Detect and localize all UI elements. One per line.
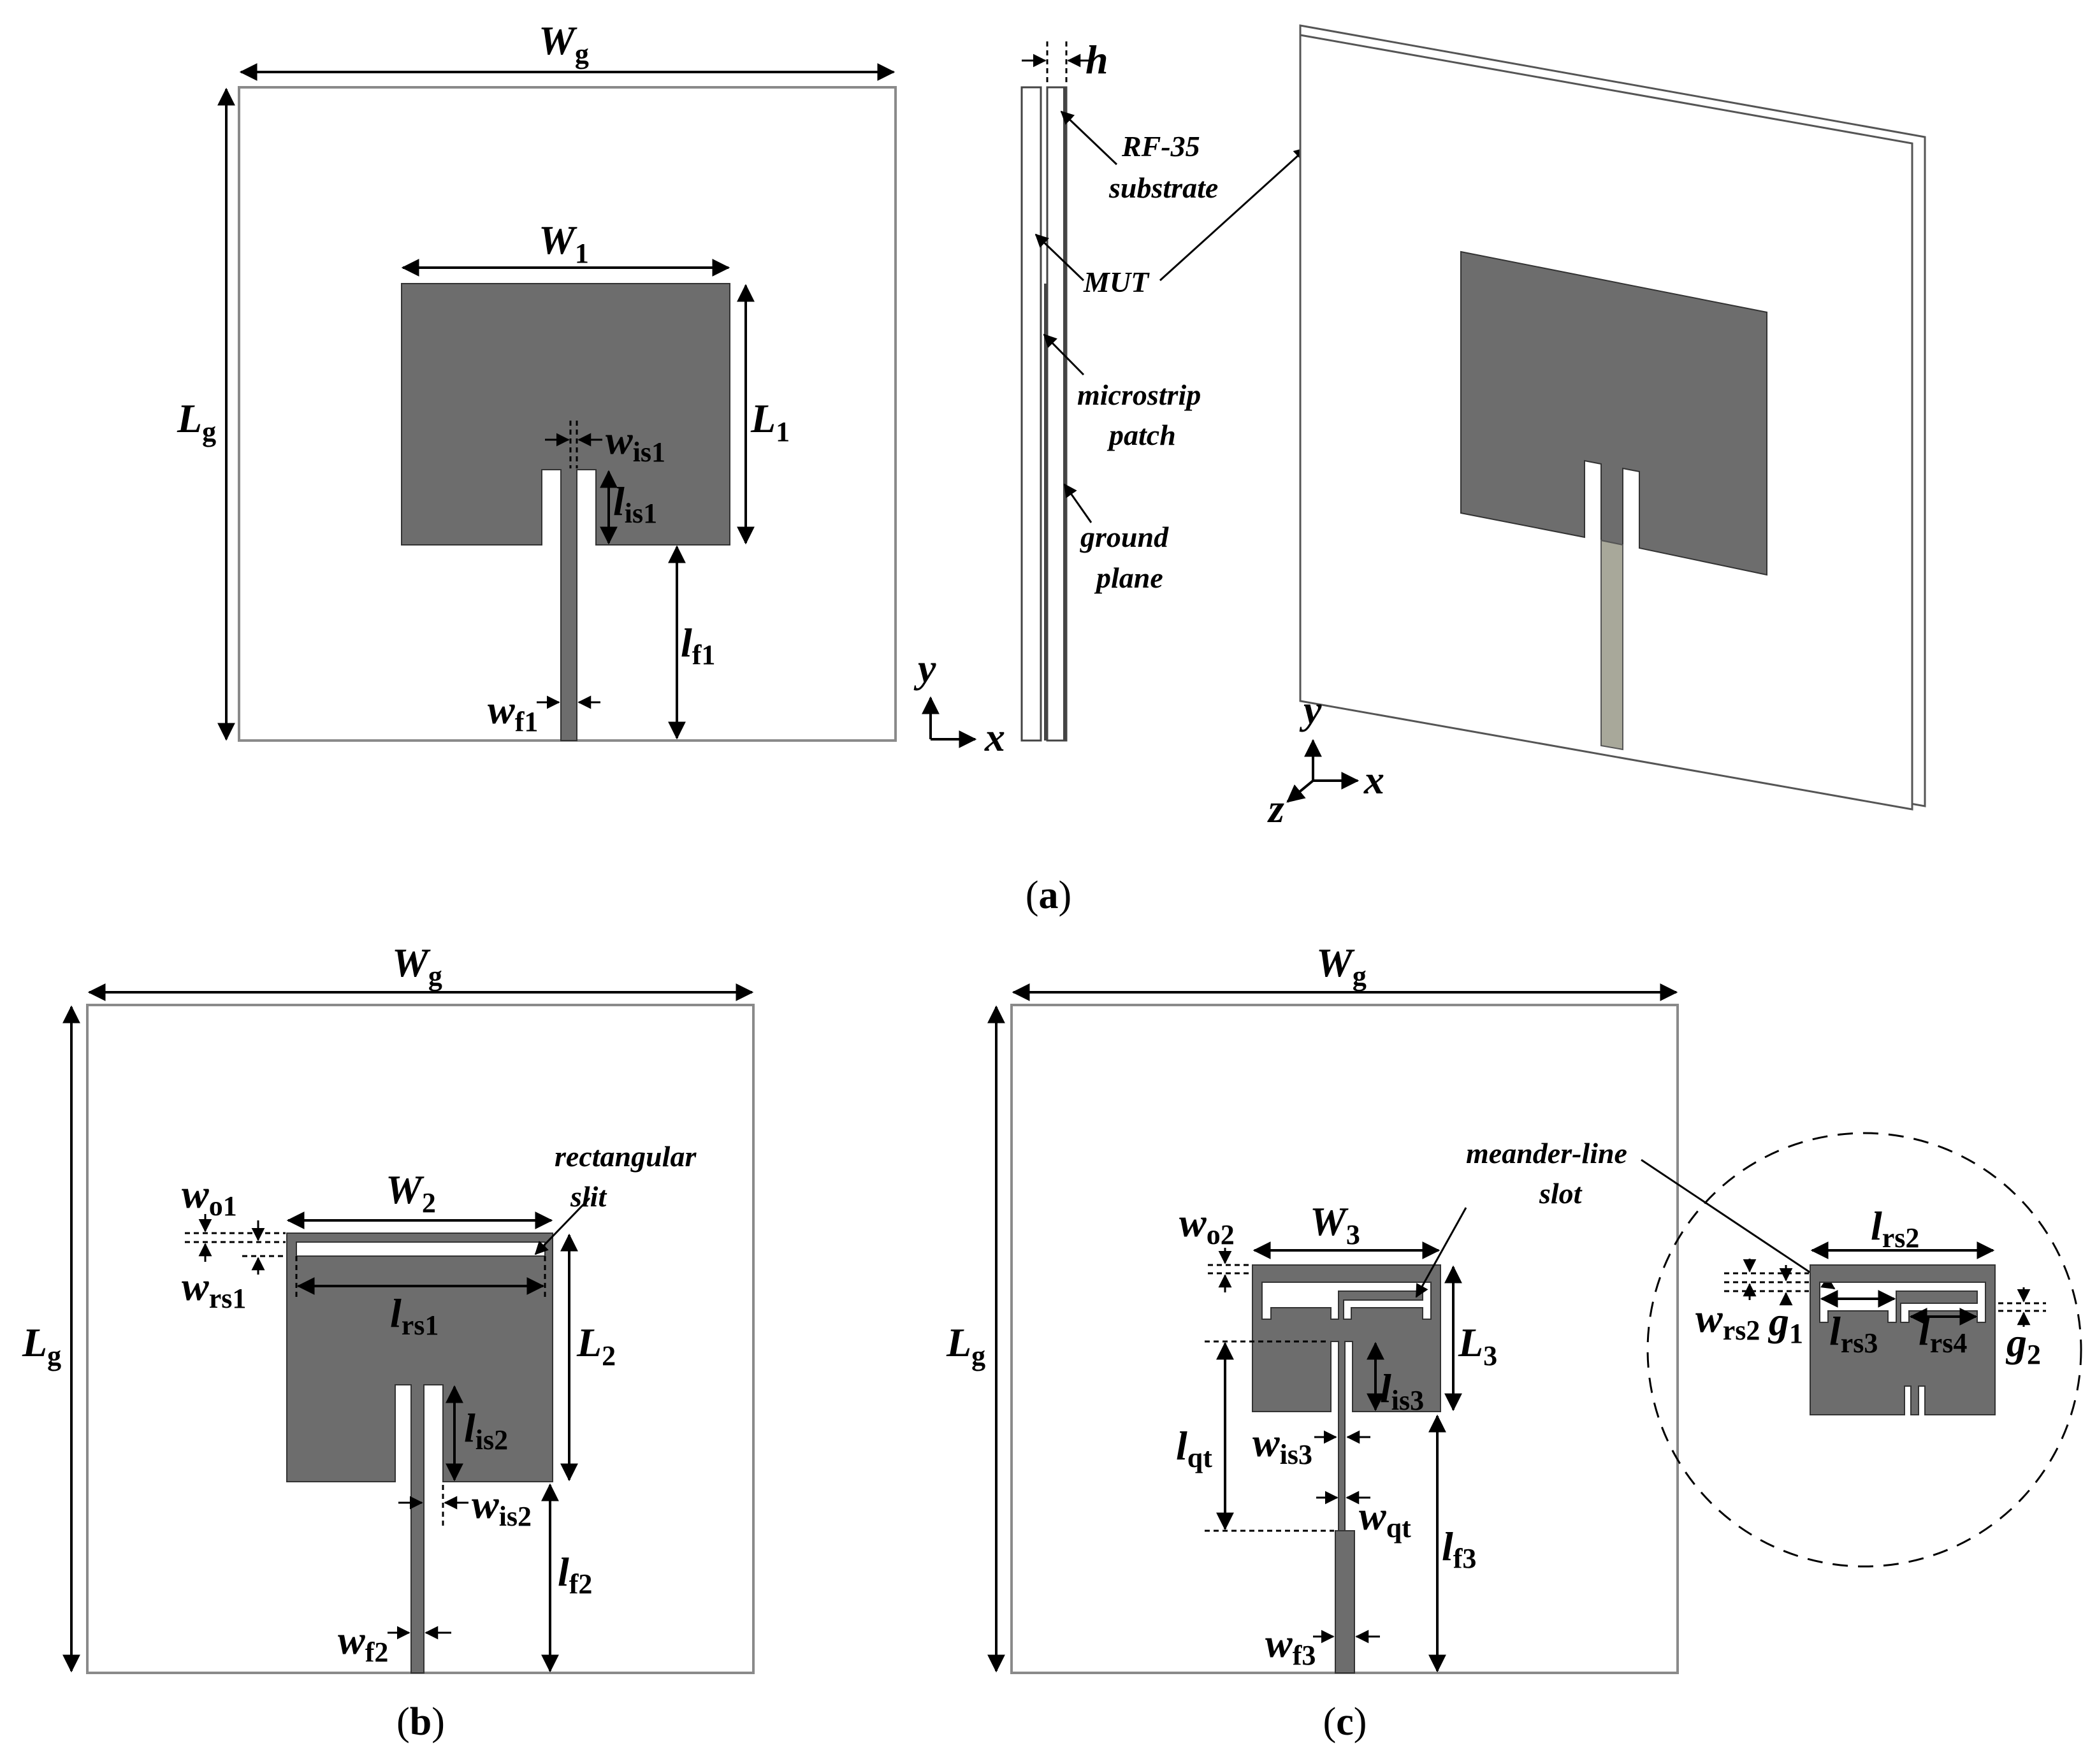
label-wo1-b: wo1 — [182, 1171, 237, 1222]
label-lrs4-c: lrs4 — [1919, 1308, 1967, 1359]
label-lg-a: Lg — [177, 396, 216, 447]
label-w2-b: W2 — [386, 1167, 436, 1218]
leader-zoom — [1641, 1159, 1836, 1290]
label-wo2-c: wo2 — [1179, 1200, 1235, 1250]
side-ground — [1063, 87, 1067, 741]
axis-y-label-a: y — [913, 646, 936, 691]
leader-mut-3d — [1159, 147, 1308, 282]
axis3d-x-label: x — [1363, 757, 1384, 802]
label-l2-b: L2 — [576, 1320, 616, 1371]
axis-x-label-a: x — [984, 714, 1005, 760]
label-lis2-b: lis2 — [464, 1405, 508, 1456]
note-substrate-1: RF-35 — [1121, 130, 1200, 163]
leader-mut-side — [1034, 233, 1085, 282]
label-wf3-c: wf3 — [1265, 1621, 1316, 1671]
patch-a — [401, 283, 730, 741]
label-lqt-c: lqt — [1176, 1423, 1212, 1473]
label-h: h — [1085, 37, 1108, 82]
note-slit-2: slit — [570, 1180, 607, 1213]
side-mut — [1020, 86, 1042, 742]
zoom-circle — [1646, 1132, 2082, 1568]
axis3d-z-label: z — [1267, 786, 1284, 831]
note-ground-2: plane — [1094, 561, 1163, 594]
label-g2-c: g2 — [2005, 1320, 2041, 1370]
label-g1-c: g1 — [1767, 1299, 1803, 1349]
caption-c: (c) — [1323, 1700, 1367, 1744]
panel-a: Wg Lg W1 L1 wis1 lis1 lf1 wf1 y x — [177, 18, 1926, 917]
label-wrs2-c: wrs2 — [1695, 1296, 1760, 1346]
caption-b: (b) — [396, 1700, 445, 1744]
leader-patch — [1043, 333, 1085, 376]
note-slit-1: rectangular — [555, 1140, 697, 1173]
label-l1-a: L1 — [750, 396, 790, 447]
label-lrs2-c: lrs2 — [1871, 1203, 1919, 1254]
label-lis3-c: lis3 — [1380, 1366, 1424, 1416]
note-ground-1: ground — [1080, 521, 1169, 553]
label-wg-a: Wg — [539, 18, 589, 69]
label-w1-a: W1 — [539, 217, 589, 269]
side-patch — [1044, 284, 1048, 741]
feed-3d — [1600, 539, 1623, 751]
label-wf1-a: wf1 — [488, 687, 538, 737]
label-wis3-c: wis3 — [1252, 1420, 1312, 1470]
axis3d-z — [1286, 779, 1314, 803]
label-wf2-b: wf2 — [338, 1617, 388, 1668]
label-lf1-a: lf1 — [681, 620, 715, 670]
panel-b: Wg Lg W2 rectangular slit wo1 wrs1 lrs1 … — [22, 940, 755, 1744]
label-lrs1-b: lrs1 — [390, 1290, 439, 1341]
leader-ground — [1063, 483, 1092, 523]
label-w3-c: W3 — [1310, 1199, 1360, 1250]
leader-slit — [534, 1197, 591, 1255]
note-patch-2: patch — [1107, 419, 1176, 451]
label-l3-c: L3 — [1458, 1320, 1497, 1371]
label-wrs1-b: wrs1 — [182, 1264, 246, 1314]
label-lf2-b: lf2 — [558, 1549, 592, 1600]
label-wg-b: Wg — [392, 940, 442, 992]
label-lis1-a: lis1 — [613, 479, 657, 529]
feed-c — [1335, 1530, 1355, 1674]
leader-substrate — [1060, 110, 1118, 166]
label-lg-b: Lg — [22, 1320, 61, 1371]
label-wg-c: Wg — [1316, 940, 1367, 992]
leader-meander — [1415, 1207, 1467, 1298]
note-meander-1: meander-line — [1466, 1137, 1627, 1169]
caption-a: (a) — [1026, 874, 1071, 917]
label-wis2-b: wis2 — [472, 1482, 532, 1532]
label-lg-c: Lg — [946, 1320, 985, 1371]
note-mut: MUT — [1083, 266, 1150, 298]
note-patch-1: microstrip — [1077, 379, 1201, 411]
label-wqt-c: wqt — [1359, 1493, 1411, 1544]
label-lrs3-c: lrs3 — [1829, 1308, 1878, 1359]
panel-c: Wg Lg W3 meander-line slot wo2 L3 lis3 l… — [946, 940, 2082, 1744]
label-lf3-c: lf3 — [1442, 1524, 1476, 1574]
note-meander-2: slot — [1539, 1177, 1583, 1210]
label-wis1-a: wis1 — [606, 417, 665, 468]
note-substrate-2: substrate — [1108, 171, 1218, 204]
